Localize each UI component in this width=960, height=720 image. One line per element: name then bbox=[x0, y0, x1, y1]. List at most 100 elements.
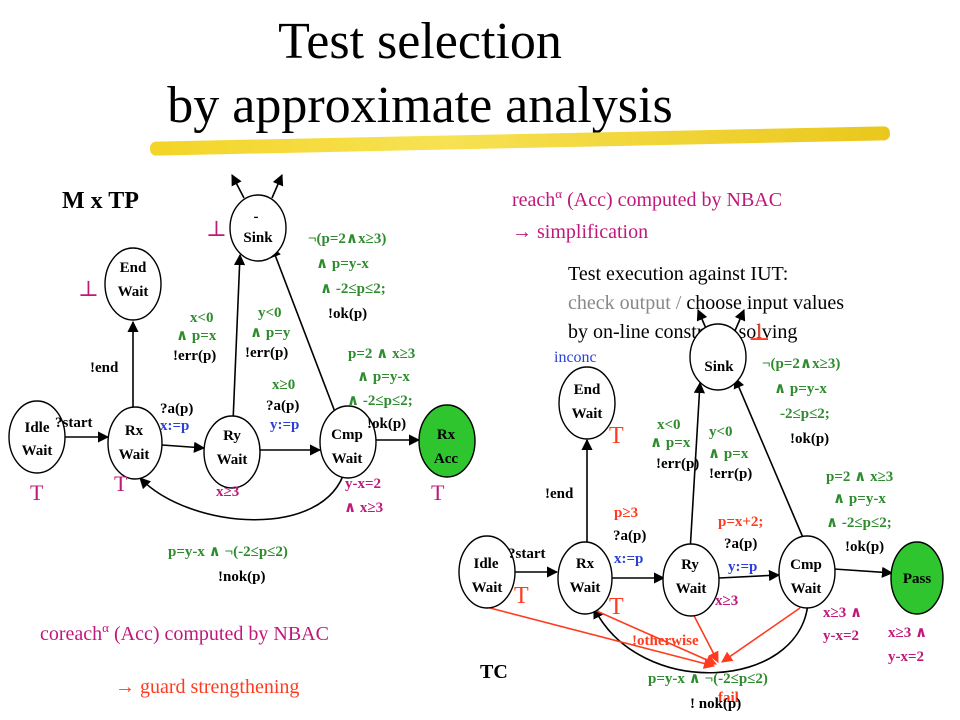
node-sink-label: Sink bbox=[243, 230, 273, 246]
r-top-end: T bbox=[609, 423, 624, 449]
lbl-sk4: !ok(p) bbox=[328, 306, 367, 322]
reach-text: reachα (Acc) computed by NBAC bbox=[512, 186, 782, 211]
r-node-end-label-1: End bbox=[574, 382, 601, 398]
lbl-nok2: !nok(p) bbox=[218, 569, 266, 585]
title-line-1: Test selection bbox=[278, 13, 562, 70]
r-node-end-label-2: Wait bbox=[572, 406, 603, 422]
lbl-ok1: p=2 ∧ x≥3 bbox=[348, 346, 415, 362]
left-bot-end: ⊥ bbox=[78, 276, 99, 301]
left-top-rx: T bbox=[114, 471, 128, 496]
inconc-label: inconc bbox=[554, 349, 597, 366]
node-ry-wait bbox=[203, 415, 261, 489]
lbl-err2b: ∧ p=y bbox=[250, 325, 291, 341]
r-edge-cmp-pass bbox=[833, 566, 894, 578]
r-node-cmp-wait bbox=[778, 535, 836, 609]
lbl-err1b: ∧ p=x bbox=[176, 328, 217, 344]
r-lbl-c2a: x≥3 ∧ bbox=[888, 625, 927, 641]
lbl-err2a: y<0 bbox=[258, 305, 282, 321]
lbl-yx2: ∧ x≥3 bbox=[344, 500, 383, 516]
r-lbl-sk4: !ok(p) bbox=[790, 431, 829, 447]
r-fail-edge-rx bbox=[589, 607, 718, 666]
r-node-end-wait bbox=[558, 366, 616, 440]
edge-ry-sink bbox=[232, 253, 246, 423]
simplification-text: → simplification bbox=[512, 221, 648, 243]
r-lbl-c1b: y-x=2 bbox=[823, 628, 859, 644]
node-ry-label-1: Ry bbox=[223, 428, 241, 444]
lbl-a2c: y:=p bbox=[270, 417, 299, 433]
r-lbl-a2c: y:=p bbox=[728, 559, 757, 575]
lbl-yx1: y-x=2 bbox=[345, 476, 381, 492]
r-node-rx-wait bbox=[557, 541, 613, 615]
r-lbl-err1b: ∧ p=x bbox=[650, 435, 691, 451]
r-lbl-err2a: y<0 bbox=[709, 424, 733, 440]
r-lbl-a1a: p≥3 bbox=[614, 505, 638, 521]
lbl-err2c: !err(p) bbox=[245, 345, 288, 361]
r-lbl-c2b: y-x=2 bbox=[888, 649, 924, 665]
r-lbl-nok2: ! nok(p) bbox=[690, 696, 741, 712]
r-top-idle: T bbox=[514, 583, 529, 609]
r-lbl-err1a: x<0 bbox=[657, 417, 681, 433]
node-rx-acc bbox=[418, 404, 476, 478]
lbl-a2b: ?a(p) bbox=[266, 398, 299, 414]
lbl-sk1: ¬(p=2∧x≥3) bbox=[308, 231, 386, 247]
r-node-idle-label-1: Idle bbox=[473, 556, 498, 572]
r-lbl-otherwise: !otherwise bbox=[632, 633, 699, 649]
r-lbl-end: !end bbox=[545, 486, 574, 502]
r-node-idle-label-2: Wait bbox=[472, 580, 503, 596]
r-node-ry-wait bbox=[662, 543, 720, 617]
r-fail-edge-cmp bbox=[721, 607, 801, 663]
r-lbl-start: ?start bbox=[508, 546, 546, 562]
left-top-idle: T bbox=[30, 480, 44, 505]
left-bot-sink: ⊥ bbox=[206, 216, 227, 241]
left-nodes bbox=[8, 194, 476, 489]
r-lbl-ok3: ∧ -2≤p≤2; bbox=[826, 515, 892, 531]
r-node-rx-label-1: Rx bbox=[576, 556, 595, 572]
r-node-pass-label: Pass bbox=[903, 571, 932, 587]
r-lbl-ok1: p=2 ∧ x≥3 bbox=[826, 469, 893, 485]
node-cmp-wait bbox=[319, 405, 377, 479]
lbl-x3: x≥3 bbox=[216, 484, 239, 500]
lbl-a1: ?a(p) bbox=[160, 401, 193, 417]
r-fail-edge-idle bbox=[489, 607, 716, 669]
edge-cmp-rx-nok bbox=[139, 469, 346, 521]
r-node-rx-label-2: Wait bbox=[570, 580, 601, 596]
lbl-nok1: p=y-x ∧ ¬(-2≤p≤2) bbox=[168, 544, 288, 560]
node-cmp-label-1: Cmp bbox=[331, 427, 363, 443]
r-lbl-a2b: ?a(p) bbox=[724, 536, 757, 552]
node-sink-bar: - bbox=[254, 209, 259, 225]
node-acc-label-1: Rx bbox=[437, 427, 456, 443]
r-fail-edge-ry bbox=[689, 607, 719, 663]
r-lbl-sk3: -2≤p≤2; bbox=[780, 406, 830, 422]
r-node-idle-wait bbox=[458, 535, 516, 609]
exec-line-2: check output / choose input values bbox=[568, 292, 844, 314]
node-ry-label-2: Wait bbox=[217, 452, 248, 468]
edge-sink-out-1 bbox=[231, 174, 245, 199]
lbl-start: ?start bbox=[55, 415, 93, 431]
r-edge-cmp-sink bbox=[733, 376, 805, 541]
node-end-label-1: End bbox=[120, 260, 147, 276]
r-lbl-a2a: p=x+2; bbox=[718, 514, 763, 530]
coreach-text: coreachα (Acc) computed by NBAC bbox=[40, 620, 329, 645]
left-top-acc: T bbox=[431, 480, 445, 505]
node-idle-label-1: Idle bbox=[24, 420, 49, 436]
r-node-ry-label-1: Ry bbox=[681, 557, 699, 573]
node-end-wait bbox=[104, 247, 162, 321]
r-lbl-sk2: ∧ p=y-x bbox=[774, 381, 827, 397]
lbl-sk3: ∧ -2≤p≤2; bbox=[320, 281, 386, 297]
tc-label: TC bbox=[480, 661, 508, 683]
node-rx-label-2: Wait bbox=[119, 447, 150, 463]
r-node-cmp-label-2: Wait bbox=[791, 581, 822, 597]
lbl-err1a: x<0 bbox=[190, 310, 214, 326]
node-end-label-2: Wait bbox=[118, 284, 149, 300]
node-rx-wait bbox=[107, 406, 163, 480]
title-line-2: by approximate analysis bbox=[167, 77, 673, 134]
node-sink bbox=[229, 194, 287, 262]
r-lbl-a1c: x:=p bbox=[614, 551, 643, 567]
left-heading: M x TP bbox=[62, 188, 139, 214]
node-idle-label-2: Wait bbox=[22, 443, 53, 459]
r-lbl-a1b: ?a(p) bbox=[613, 528, 646, 544]
r-edge-ry-cmp bbox=[718, 569, 781, 582]
r-node-sink-label: Sink bbox=[704, 359, 734, 375]
exec-line-1: Test execution against IUT: bbox=[568, 263, 788, 285]
